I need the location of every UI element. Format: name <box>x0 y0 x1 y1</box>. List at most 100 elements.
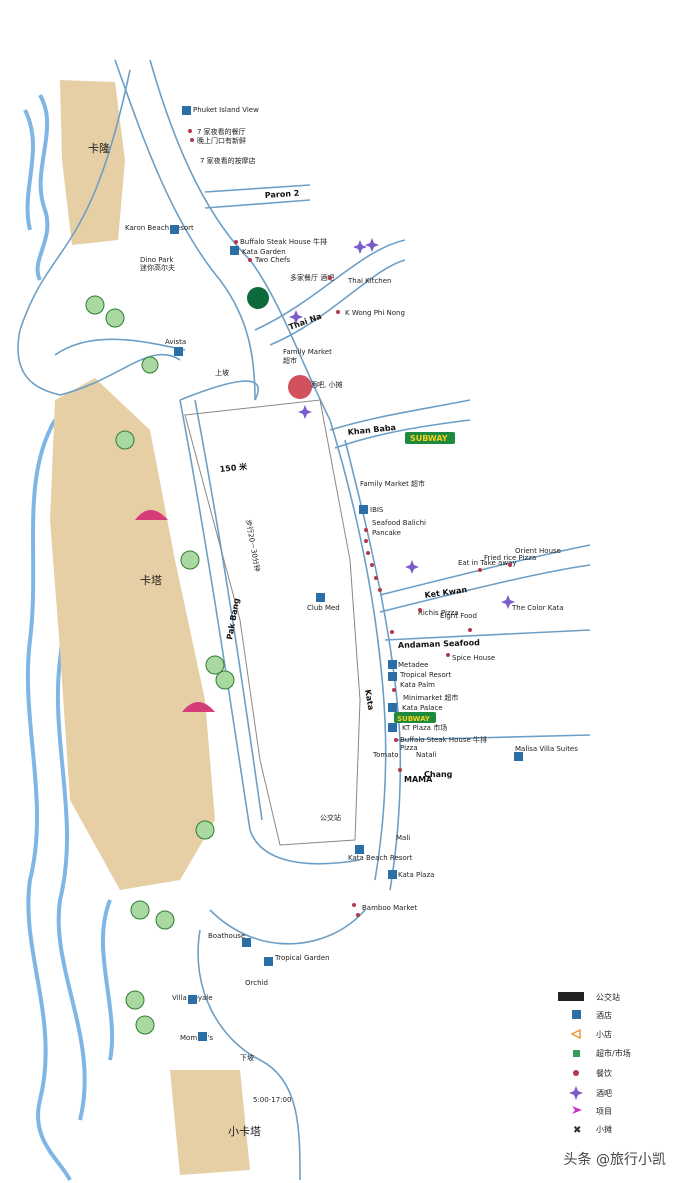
svg-text:Club Med: Club Med <box>307 604 340 612</box>
svg-text:Metadee: Metadee <box>398 661 428 669</box>
svg-text:晚上门口有新鲜: 晚上门口有新鲜 <box>197 136 246 145</box>
food-legend-icon <box>573 1070 579 1076</box>
svg-text:Kata Palm: Kata Palm <box>400 681 435 689</box>
svg-text:超市/市场: 超市/市场 <box>596 1048 631 1058</box>
walk-note: 步行20－30分钟 <box>244 519 262 573</box>
svg-text:Tropical Resort: Tropical Resort <box>399 671 452 679</box>
stall-legend-icon: ✖ <box>573 1125 581 1136</box>
legend: 公交站 酒店 小店 超市/市场 餐饮 酒吧 项目 ✖ 小摊 <box>558 992 631 1136</box>
road-kata: Kata <box>363 689 375 711</box>
svg-text:Buffalo Steak House 牛排: Buffalo Steak House 牛排 <box>240 237 327 246</box>
umbrella-icons <box>135 510 215 712</box>
svg-text:Pancake: Pancake <box>372 529 401 537</box>
road-khan-baba: Khan Baba <box>347 423 396 437</box>
shop-legend-icon <box>570 1028 581 1040</box>
road-ket-kwan: Ket Kwan <box>424 585 468 600</box>
club-med-area <box>184 399 361 846</box>
road-paron2: Paron 2 <box>265 189 300 200</box>
subway-sign-1: SUBWAY <box>405 432 455 444</box>
svg-text:项目: 项目 <box>596 1107 612 1116</box>
svg-text:Eight Food: Eight Food <box>440 612 477 620</box>
road-thai-na: Thai Na <box>288 312 323 332</box>
svg-text:小摊: 小摊 <box>596 1124 612 1134</box>
subway-sign-2: SUBWAY <box>394 712 436 723</box>
svg-text:Kata Garden: Kata Garden <box>242 248 286 256</box>
svg-text:SUBWAY: SUBWAY <box>410 434 448 443</box>
svg-text:Eat in Take away: Eat in Take away <box>458 559 516 567</box>
svg-text:The Color Kata: The Color Kata <box>511 604 564 612</box>
svg-text:MAMA: MAMA <box>404 775 433 784</box>
hotel-icons <box>170 106 523 1041</box>
place-labels: Phuket Island View 7 家夜看的餐厅 晚上门口有新鲜 7 家夜… <box>125 106 578 1104</box>
uphill-label: 上坡 <box>215 368 229 377</box>
svg-text:Orchid: Orchid <box>245 979 268 987</box>
svg-text:餐饮: 餐饮 <box>596 1068 612 1078</box>
karon-beach-label: 卡隆 <box>88 141 110 155</box>
svg-text:Family Market: Family Market <box>283 348 332 356</box>
svg-text:Fried rice Pizza: Fried rice Pizza <box>484 554 536 562</box>
karon-beach-sand <box>60 80 125 245</box>
svg-text:Malisa Villa Suites: Malisa Villa Suites <box>515 745 578 753</box>
hotel-legend-icon <box>572 1010 581 1019</box>
kata-beach-sand <box>50 378 215 890</box>
svg-text:Karon Beach Resort: Karon Beach Resort <box>125 224 194 232</box>
bar-cluster-marker <box>288 375 312 399</box>
svg-text:Natali: Natali <box>416 751 437 759</box>
tree-icons <box>85 295 235 1035</box>
svg-text:小店: 小店 <box>596 1029 612 1039</box>
svg-text:Phuket Island View: Phuket Island View <box>193 106 259 114</box>
svg-text:酒吧: 酒吧 <box>596 1089 612 1098</box>
distance-label: 150 米 <box>219 461 248 474</box>
svg-text:超市: 超市 <box>283 356 297 365</box>
svg-text:Family Market 超市: Family Market 超市 <box>360 479 425 488</box>
kata-noi-beach-sand <box>170 1070 250 1175</box>
svg-text:公交站: 公交站 <box>596 992 620 1002</box>
svg-text:7 家夜看的餐厅: 7 家夜看的餐厅 <box>197 127 246 136</box>
svg-text:Dino Park: Dino Park <box>140 256 174 264</box>
svg-text:Mali: Mali <box>396 834 410 842</box>
svg-text:Spice House: Spice House <box>452 654 495 662</box>
kata-beach-label: 卡塔 <box>140 574 162 587</box>
watermark: 头条 @旅行小凯 <box>563 1152 666 1168</box>
svg-text:公交站: 公交站 <box>320 813 341 822</box>
svg-text:Pizza: Pizza <box>400 744 418 752</box>
svg-text:迷你高尔夫: 迷你高尔夫 <box>140 263 175 272</box>
svg-text:Kata Plaza: Kata Plaza <box>398 871 434 879</box>
svg-text:Minimarket 超市: Minimarket 超市 <box>403 693 458 702</box>
svg-text:5:00-17:00: 5:00-17:00 <box>253 1096 291 1104</box>
svg-text:IBIS: IBIS <box>370 506 384 514</box>
svg-text:Thai Kitchen: Thai Kitchen <box>347 277 391 285</box>
svg-text:Richis Pizza: Richis Pizza <box>418 609 459 617</box>
svg-text:Tomato: Tomato <box>372 751 399 759</box>
svg-text:Boathouse: Boathouse <box>208 932 245 940</box>
svg-text:酒店: 酒店 <box>596 1010 612 1020</box>
svg-text:7 家夜看的按摩店: 7 家夜看的按摩店 <box>200 156 256 165</box>
bar-legend-icon <box>569 1086 583 1100</box>
svg-text:Tropical Garden: Tropical Garden <box>274 954 330 962</box>
svg-text:Avista: Avista <box>165 338 186 346</box>
svg-text:K Wong Phi Nong: K Wong Phi Nong <box>345 309 405 317</box>
activity-legend-icon <box>572 1106 582 1114</box>
svg-text:Kata Palace: Kata Palace <box>402 704 443 712</box>
downhill-label: 下坡 <box>240 1053 254 1062</box>
svg-text:Buffalo Steak House 牛排: Buffalo Steak House 牛排 <box>400 735 487 744</box>
market-legend-icon <box>573 1050 580 1057</box>
svg-text:Seafood Balichi: Seafood Balichi <box>372 519 426 527</box>
road-andaman: Andaman Seafood <box>398 638 481 650</box>
svg-text:Two Chefs: Two Chefs <box>254 256 290 264</box>
food-dots <box>188 129 512 917</box>
svg-text:Mom Tri's: Mom Tri's <box>180 1034 213 1042</box>
bar-icons <box>289 238 515 609</box>
roads <box>114 59 591 1181</box>
svg-text:KT Plaza 市场: KT Plaza 市场 <box>402 723 447 732</box>
kata-noi-beach-label: 小卡塔 <box>228 1125 261 1138</box>
svg-text:Chang: Chang <box>424 770 453 779</box>
svg-text:酒吧, 小摊: 酒吧, 小摊 <box>310 380 342 389</box>
road-pak-bang: Pak Bang <box>225 597 241 640</box>
svg-text:Orient House: Orient House <box>515 547 561 555</box>
starbucks-icon <box>247 287 269 309</box>
svg-text:多家餐厅 酒吧: 多家餐厅 酒吧 <box>290 273 334 282</box>
svg-text:Kata Beach Resort: Kata Beach Resort <box>348 854 413 862</box>
svg-text:SUBWAY: SUBWAY <box>397 715 431 723</box>
